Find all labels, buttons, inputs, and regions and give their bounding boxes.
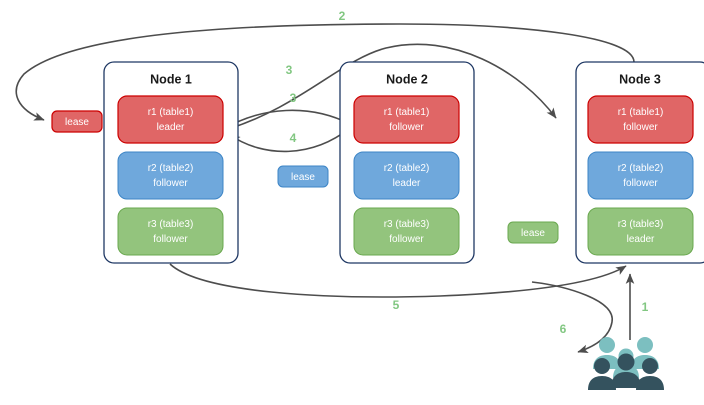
- lease-badge-r1[interactable]: lease: [51, 110, 103, 133]
- edge-label-3b: 3: [290, 91, 297, 105]
- node2-replica-r1-role: follower: [389, 122, 424, 133]
- edge-step-2: 2: [15, 9, 635, 121]
- node3-replica-r1[interactable]: r1 (table1) follower: [587, 95, 694, 144]
- node1-replica-r3-name: r3 (table3): [148, 219, 194, 230]
- node2-replica-r2[interactable]: r2 (table2) leader: [353, 151, 460, 200]
- node1-replica-r2[interactable]: r2 (table2) follower: [117, 151, 224, 200]
- node2-replica-r3[interactable]: r3 (table3) follower: [353, 207, 460, 256]
- lease-badge-r2-label: lease: [291, 172, 315, 183]
- node3-replica-r1-name: r1 (table1): [618, 107, 664, 118]
- edge-step-3-to-node3: 3: [221, 43, 557, 132]
- node3-replica-r3-role: leader: [627, 234, 655, 245]
- node3-replica-r2[interactable]: r2 (table2) follower: [587, 151, 694, 200]
- lease-badge-r3-rect[interactable]: [507, 221, 559, 244]
- node3-replica-r3-rect[interactable]: [587, 207, 694, 256]
- node1-replica-r3-role: follower: [153, 234, 188, 245]
- lease-badge-r1-label: lease: [65, 117, 89, 128]
- edge-step-5: 5: [169, 263, 627, 312]
- node2-replica-r2-rect[interactable]: [353, 151, 460, 200]
- lease-badge-r3[interactable]: lease: [507, 221, 559, 244]
- node1-replica-r2-name: r2 (table2): [148, 163, 194, 174]
- node3-replica-r3-name: r3 (table3): [618, 219, 664, 230]
- edge-step-1: 1: [625, 273, 649, 340]
- node2-title: Node 2: [386, 72, 428, 86]
- node3-title: Node 3: [619, 72, 661, 86]
- node2-replica-r3-name: r3 (table3): [384, 219, 430, 230]
- node1-replica-r1-rect[interactable]: [117, 95, 224, 144]
- node2-replica-r1-name: r1 (table1): [384, 107, 430, 118]
- node3-replica-r2-name: r2 (table2): [618, 163, 664, 174]
- lease-badge-r1-rect[interactable]: [51, 110, 103, 133]
- node3-replica-r3[interactable]: r3 (table3) leader: [587, 207, 694, 256]
- users-icon-person-front-right: [636, 358, 664, 390]
- node1-replica-r3-rect[interactable]: [117, 207, 224, 256]
- node-box-node3[interactable]: Node 3 r1 (table1) follower r2 (table2) …: [575, 61, 704, 264]
- edge-step-4: 4: [229, 127, 351, 153]
- node1-replica-r2-rect[interactable]: [117, 151, 224, 200]
- node1-replica-r3[interactable]: r3 (table3) follower: [117, 207, 224, 256]
- lease-badge-r2-rect[interactable]: [277, 165, 329, 188]
- lease-badge-r2[interactable]: lease: [277, 165, 329, 188]
- node2-replica-r1[interactable]: r1 (table1) follower: [353, 95, 460, 144]
- edge-label-2: 2: [339, 9, 346, 23]
- node2-replica-r2-role: leader: [393, 178, 421, 189]
- node-box-node1[interactable]: Node 1 r1 (table1) leader r2 (table2) fo…: [103, 61, 239, 264]
- edge-label-6: 6: [560, 322, 567, 336]
- node1-replica-r1[interactable]: r1 (table1) leader: [117, 95, 224, 144]
- node2-replica-r2-name: r2 (table2): [384, 163, 430, 174]
- users-icon-person-front-center: [611, 353, 641, 388]
- node3-replica-r2-rect[interactable]: [587, 151, 694, 200]
- node3-replica-r2-role: follower: [623, 178, 658, 189]
- node3-replica-r1-role: follower: [623, 122, 658, 133]
- node1-replica-r2-role: follower: [153, 178, 188, 189]
- node2-replica-r1-rect[interactable]: [353, 95, 460, 144]
- edge-label-1: 1: [642, 300, 649, 314]
- users-icon-person-front-left: [588, 358, 616, 390]
- node1-title: Node 1: [150, 72, 192, 86]
- edge-label-3a: 3: [286, 63, 293, 77]
- users-icon: [588, 337, 664, 390]
- edge-step-6: 6: [531, 281, 613, 353]
- node1-replica-r1-role: leader: [157, 122, 185, 133]
- node3-replica-r1-rect[interactable]: [587, 95, 694, 144]
- edge-label-5: 5: [393, 298, 400, 312]
- lease-badge-r3-label: lease: [521, 228, 545, 239]
- node2-replica-r3-rect[interactable]: [353, 207, 460, 256]
- edge-label-4: 4: [290, 131, 297, 145]
- node2-replica-r3-role: follower: [389, 234, 424, 245]
- node-box-node2[interactable]: Node 2 r1 (table1) follower r2 (table2) …: [339, 61, 475, 264]
- node1-replica-r1-name: r1 (table1): [148, 107, 194, 118]
